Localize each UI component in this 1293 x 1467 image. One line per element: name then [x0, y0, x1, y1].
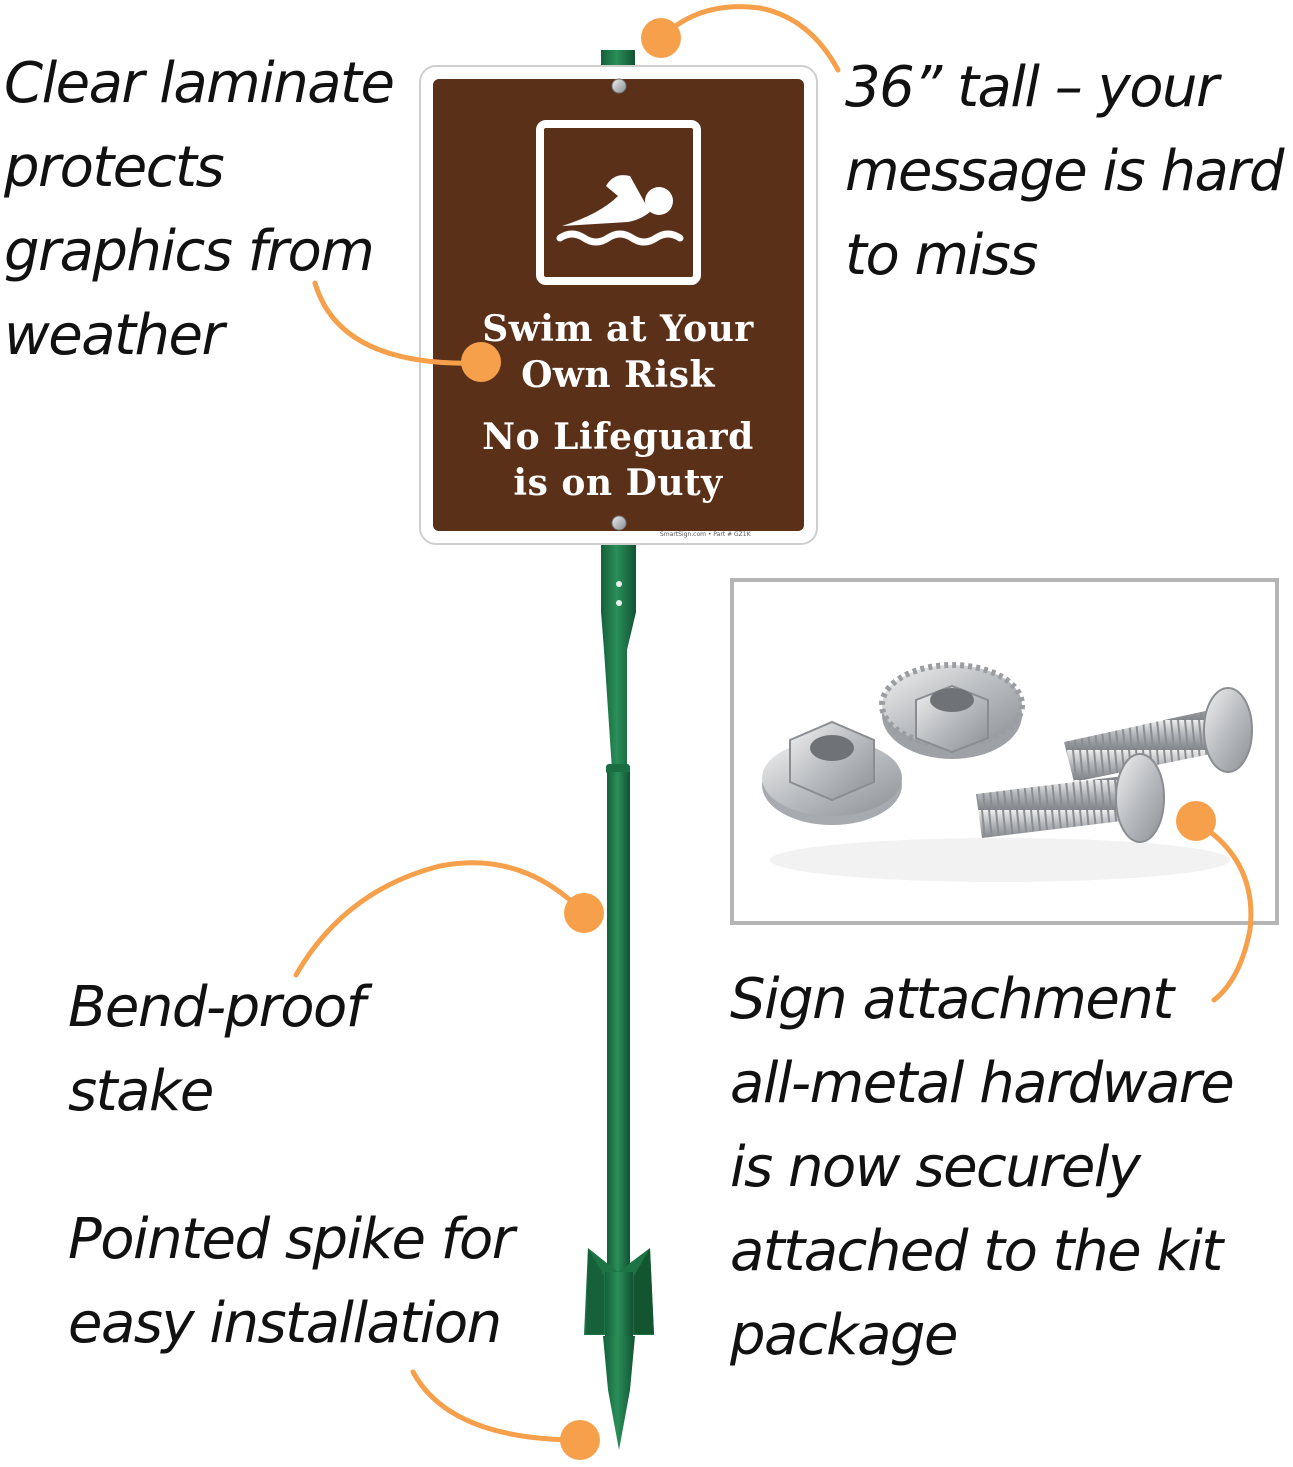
callout-line: 36” tall – your	[845, 55, 1219, 120]
callout-line: message is hard	[845, 139, 1284, 204]
callout-dot-hardware	[1176, 801, 1216, 841]
callout-hardware: Sign attachment all-metal hardware is no…	[730, 958, 1235, 1378]
callout-line: all-metal hardware	[730, 1051, 1235, 1116]
screw-bottom	[611, 515, 627, 531]
callout-line: graphics from	[4, 219, 375, 284]
sign-message-risk: Swim at Your Own Risk	[433, 306, 803, 398]
stake	[584, 50, 654, 1450]
callout-line: Pointed spike for	[68, 1207, 515, 1272]
callout-line: stake	[68, 1059, 214, 1124]
callout-spike: Pointed spike for easy installation	[68, 1198, 515, 1366]
hardware-inset	[730, 578, 1279, 925]
callout-line: Bend-proof	[68, 975, 365, 1040]
callout-dot-laminate	[461, 342, 501, 382]
sign-line: is on Duty	[513, 462, 723, 504]
callout-line: to miss	[845, 223, 1038, 288]
callout-bend-proof: Bend-proof stake	[68, 966, 365, 1134]
flange-nut	[762, 720, 902, 825]
callout-dot-top	[641, 18, 681, 58]
serrated-flange-nut	[879, 662, 1025, 759]
sign-part-label: SmartSign.com • Part # GZ1K	[660, 531, 751, 538]
bolt	[976, 753, 1165, 843]
callout-connectors	[293, 4, 1254, 1443]
callout-dot-spike	[560, 1420, 600, 1460]
sign	[419, 65, 818, 545]
sign-line: No Lifeguard	[482, 416, 754, 458]
callout-dot-stake	[564, 893, 604, 933]
swimmer-icon	[536, 120, 701, 285]
bolt	[1064, 687, 1253, 782]
callout-line: Clear laminate	[4, 51, 395, 116]
callout-line: package	[730, 1303, 958, 1368]
callout-dots	[461, 18, 1216, 1460]
sign-message-lifeguard: No Lifeguard is on Duty	[433, 414, 803, 506]
screw-top	[611, 78, 627, 94]
callout-line: is now securely	[730, 1135, 1141, 1200]
sign-line: Swim at Your	[482, 308, 754, 350]
callout-line: Sign attachment	[730, 967, 1174, 1032]
sign-line: Own Risk	[521, 354, 715, 396]
callout-line: weather	[4, 303, 225, 368]
callout-line: easy installation	[68, 1291, 502, 1356]
callout-line: attached to the kit	[730, 1219, 1223, 1284]
callout-line: protects	[4, 135, 225, 200]
callout-height: 36” tall – your message is hard to miss	[845, 46, 1284, 298]
callout-laminate: Clear laminate protects graphics from we…	[4, 42, 395, 378]
